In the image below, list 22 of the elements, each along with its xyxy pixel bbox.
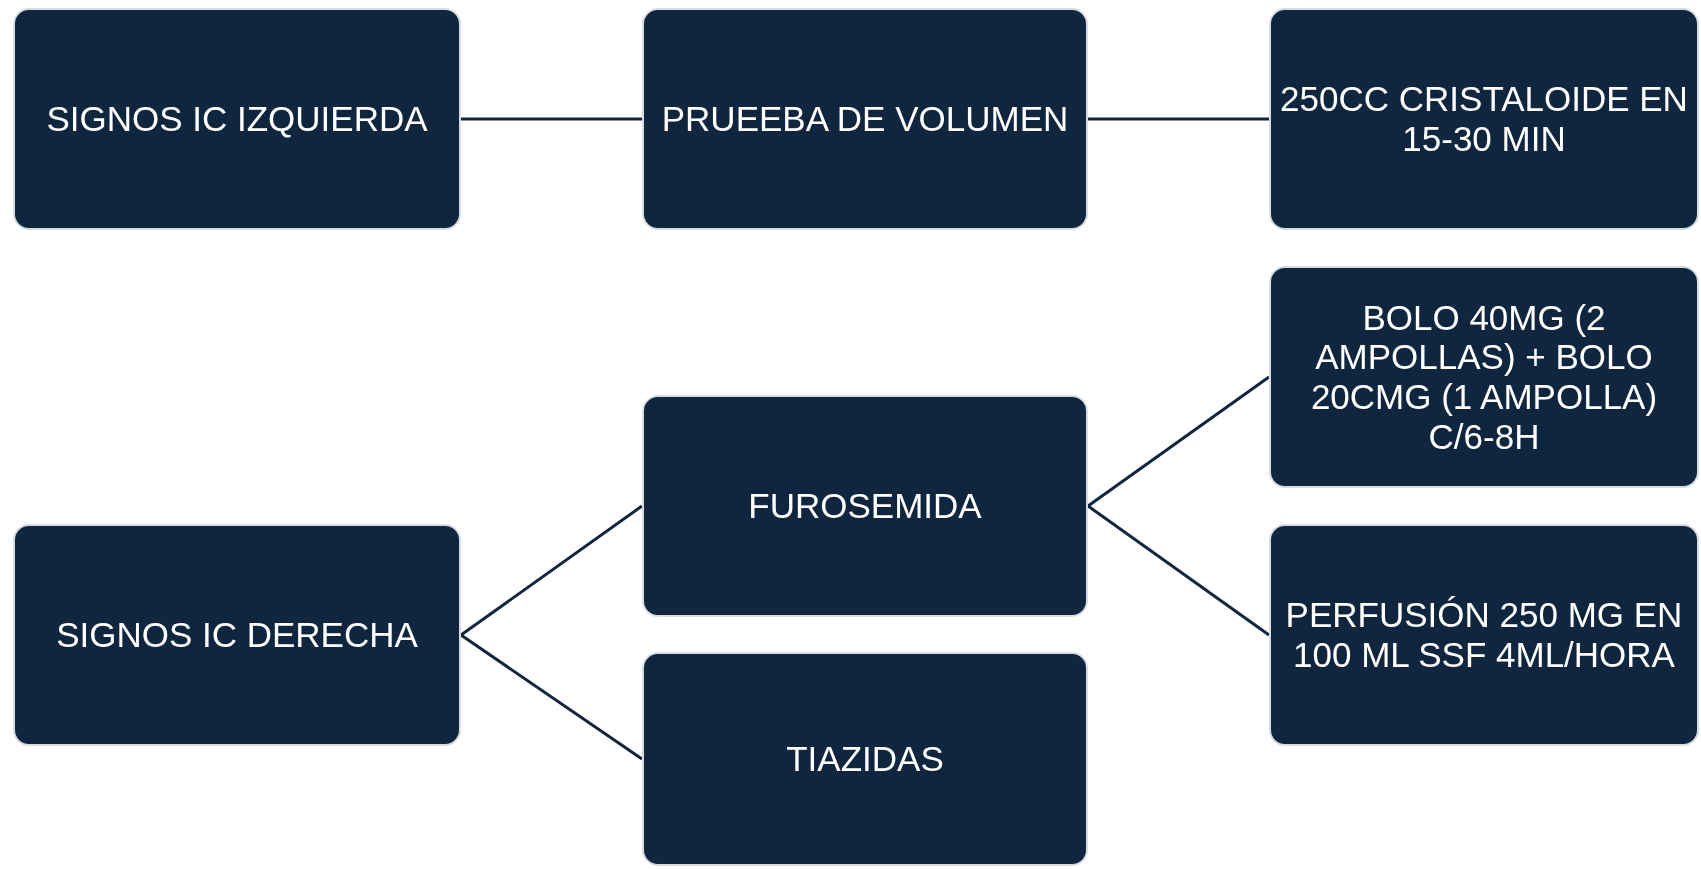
process-box	[642, 8, 1088, 230]
node-label: PERFUSIÓN 250 MG EN 100 ML SSF 4ML/HORA	[1284, 595, 1684, 675]
node-label: BOLO 40MG (2 AMPOLLAS) + BOLO 20CMG (1 AMPOLLA) C/6-8H	[1309, 297, 1659, 457]
node-label: TIAZIDAS	[786, 739, 944, 779]
connector-line	[1087, 504, 1270, 637]
connector-line	[460, 504, 643, 637]
node-label: 250CC CRISTALOIDE EN 15-30 MIN	[1279, 79, 1689, 159]
connector-line	[1087, 375, 1270, 508]
process-box	[1269, 524, 1699, 746]
process-box	[642, 395, 1088, 617]
connector-line	[461, 117, 642, 121]
process-box	[13, 8, 461, 230]
process-box	[1269, 8, 1699, 230]
process-box	[13, 524, 461, 746]
node-label: PRUEEBA DE VOLUMEN	[661, 99, 1069, 139]
process-box	[1269, 266, 1699, 488]
node-label: SIGNOS IC IZQUIERDA	[46, 99, 428, 139]
node-label: FUROSEMIDA	[748, 486, 982, 526]
connector-line	[1088, 117, 1269, 121]
connector-line	[460, 633, 643, 761]
process-box	[642, 652, 1088, 866]
node-label: SIGNOS IC DERECHA	[56, 615, 418, 655]
